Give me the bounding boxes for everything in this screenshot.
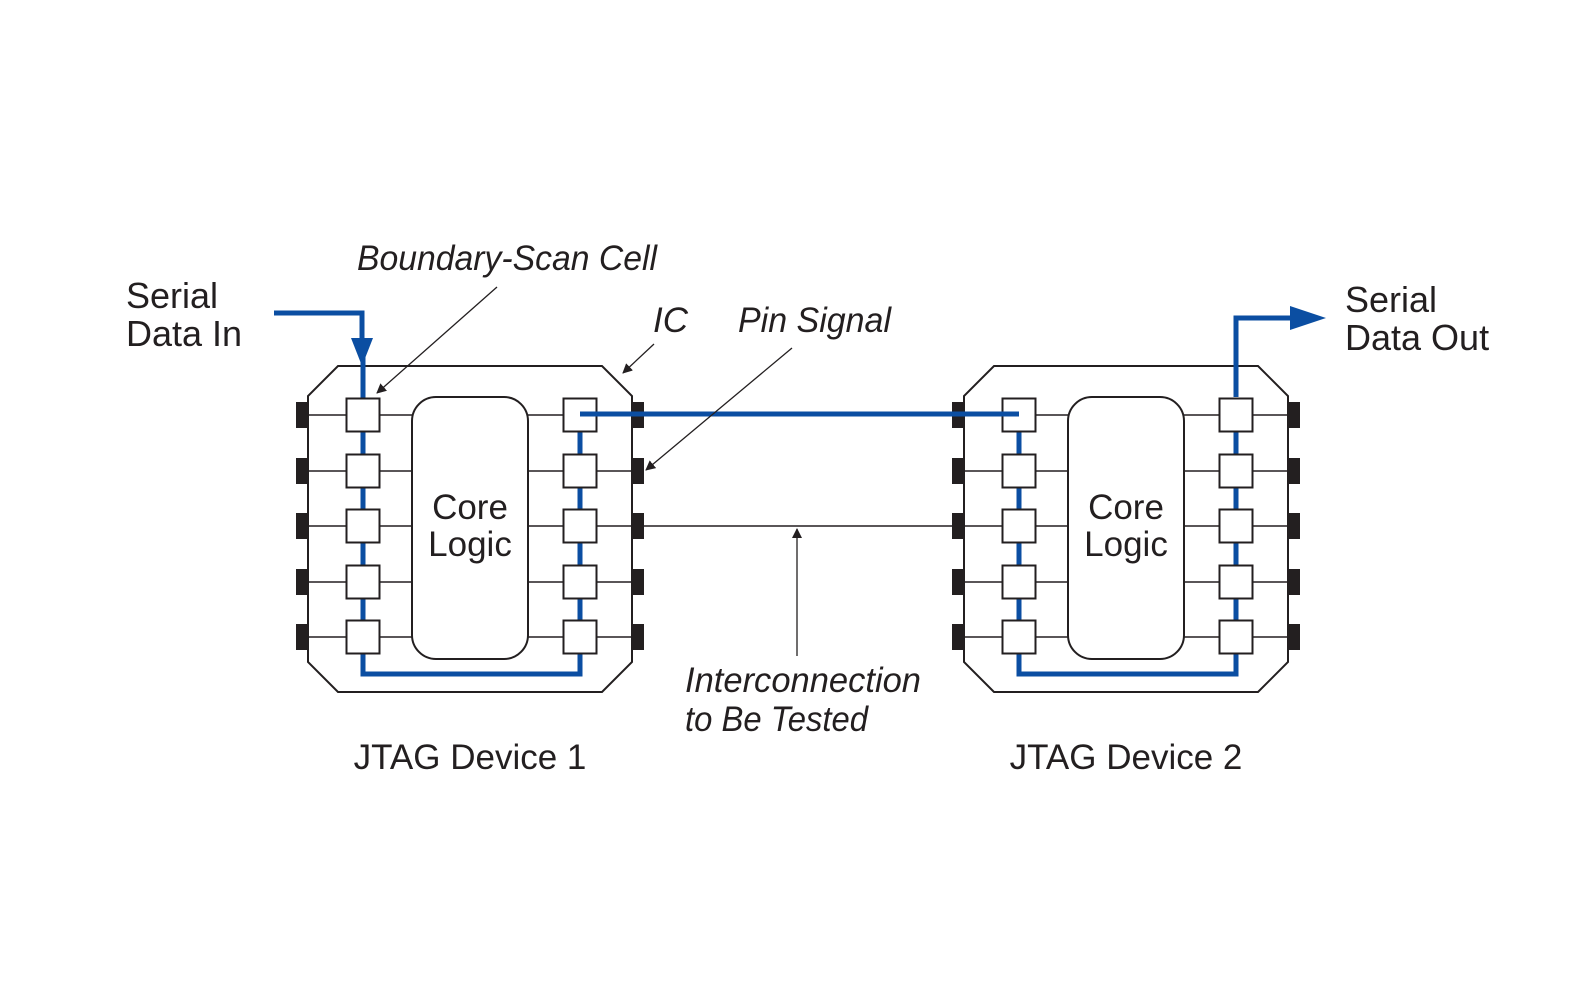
boundary-scan-cell [1218,397,1254,433]
boundary-scan-cell [1218,619,1254,655]
pin [296,513,308,539]
boundary-scan-cell-leader [376,286,498,394]
core-logic-block [1067,396,1185,660]
boundary-scan-cell [562,619,598,655]
pin [1288,513,1300,539]
pin [1288,458,1300,484]
pin-signal-leader [645,347,793,471]
core-logic-label-line1: Core [432,488,508,527]
boundary-scan-cell [1001,564,1037,600]
boundary-scan-cell [1218,508,1254,544]
boundary-scan-cell [562,564,598,600]
serial-data-in-arrowhead [351,338,373,366]
scan-chain-path [1016,415,1239,677]
core-logic-label-line2: Logic [1084,525,1168,564]
pin [952,624,964,650]
pin [632,513,644,539]
boundary-scan-cell [1218,564,1254,600]
pin [1288,569,1300,595]
pin [1288,624,1300,650]
device-2-name: JTAG Device 2 [1010,738,1243,777]
pin [296,402,308,428]
boundary-scan-cell [1001,508,1037,544]
core-logic-block [411,396,529,660]
pin-signal-label: Pin Signal [738,301,892,340]
pin [632,624,644,650]
interconnection-label-line1: Interconnection [685,661,921,700]
pin [952,569,964,595]
pin [952,458,964,484]
boundary-scan-cell [345,453,381,489]
boundary-scan-cell [345,564,381,600]
boundary-scan-cell [1001,453,1037,489]
pin [1288,402,1300,428]
ic-leader [622,343,655,374]
pin [296,458,308,484]
boundary-scan-cell-label: Boundary-Scan Cell [357,239,658,278]
boundary-scan-cell [345,619,381,655]
serial-data-in-label-line2: Data In [126,313,242,354]
serial-data-out-arrowhead [1290,306,1326,330]
serial-data-out-label-line1: Serial [1345,279,1437,320]
pin [296,569,308,595]
serial-data-out-label-line2: Data Out [1345,317,1489,358]
serial-data-out-path [1233,315,1298,397]
serial-data-in-label-line1: Serial [126,275,218,316]
ic-package-outline [307,365,633,693]
core-logic-label-line1: Core [1088,488,1164,527]
core-logic-label-line2: Logic [428,525,512,564]
boundary-scan-cell [562,508,598,544]
boundary-scan-cell [1218,453,1254,489]
pin [296,624,308,650]
boundary-scan-cell [345,397,381,433]
boundary-scan-cell [1001,619,1037,655]
pin [632,569,644,595]
serial-data-in-path [274,310,365,345]
interconnection-label-line2: to Be Tested [685,700,869,739]
ic-label: IC [653,301,689,340]
boundary-scan-cell [562,453,598,489]
boundary-scan-cell [345,508,381,544]
pin [632,458,644,484]
device-1-name: JTAG Device 1 [354,738,587,777]
pin [952,513,964,539]
ic-package-outline [963,365,1289,693]
